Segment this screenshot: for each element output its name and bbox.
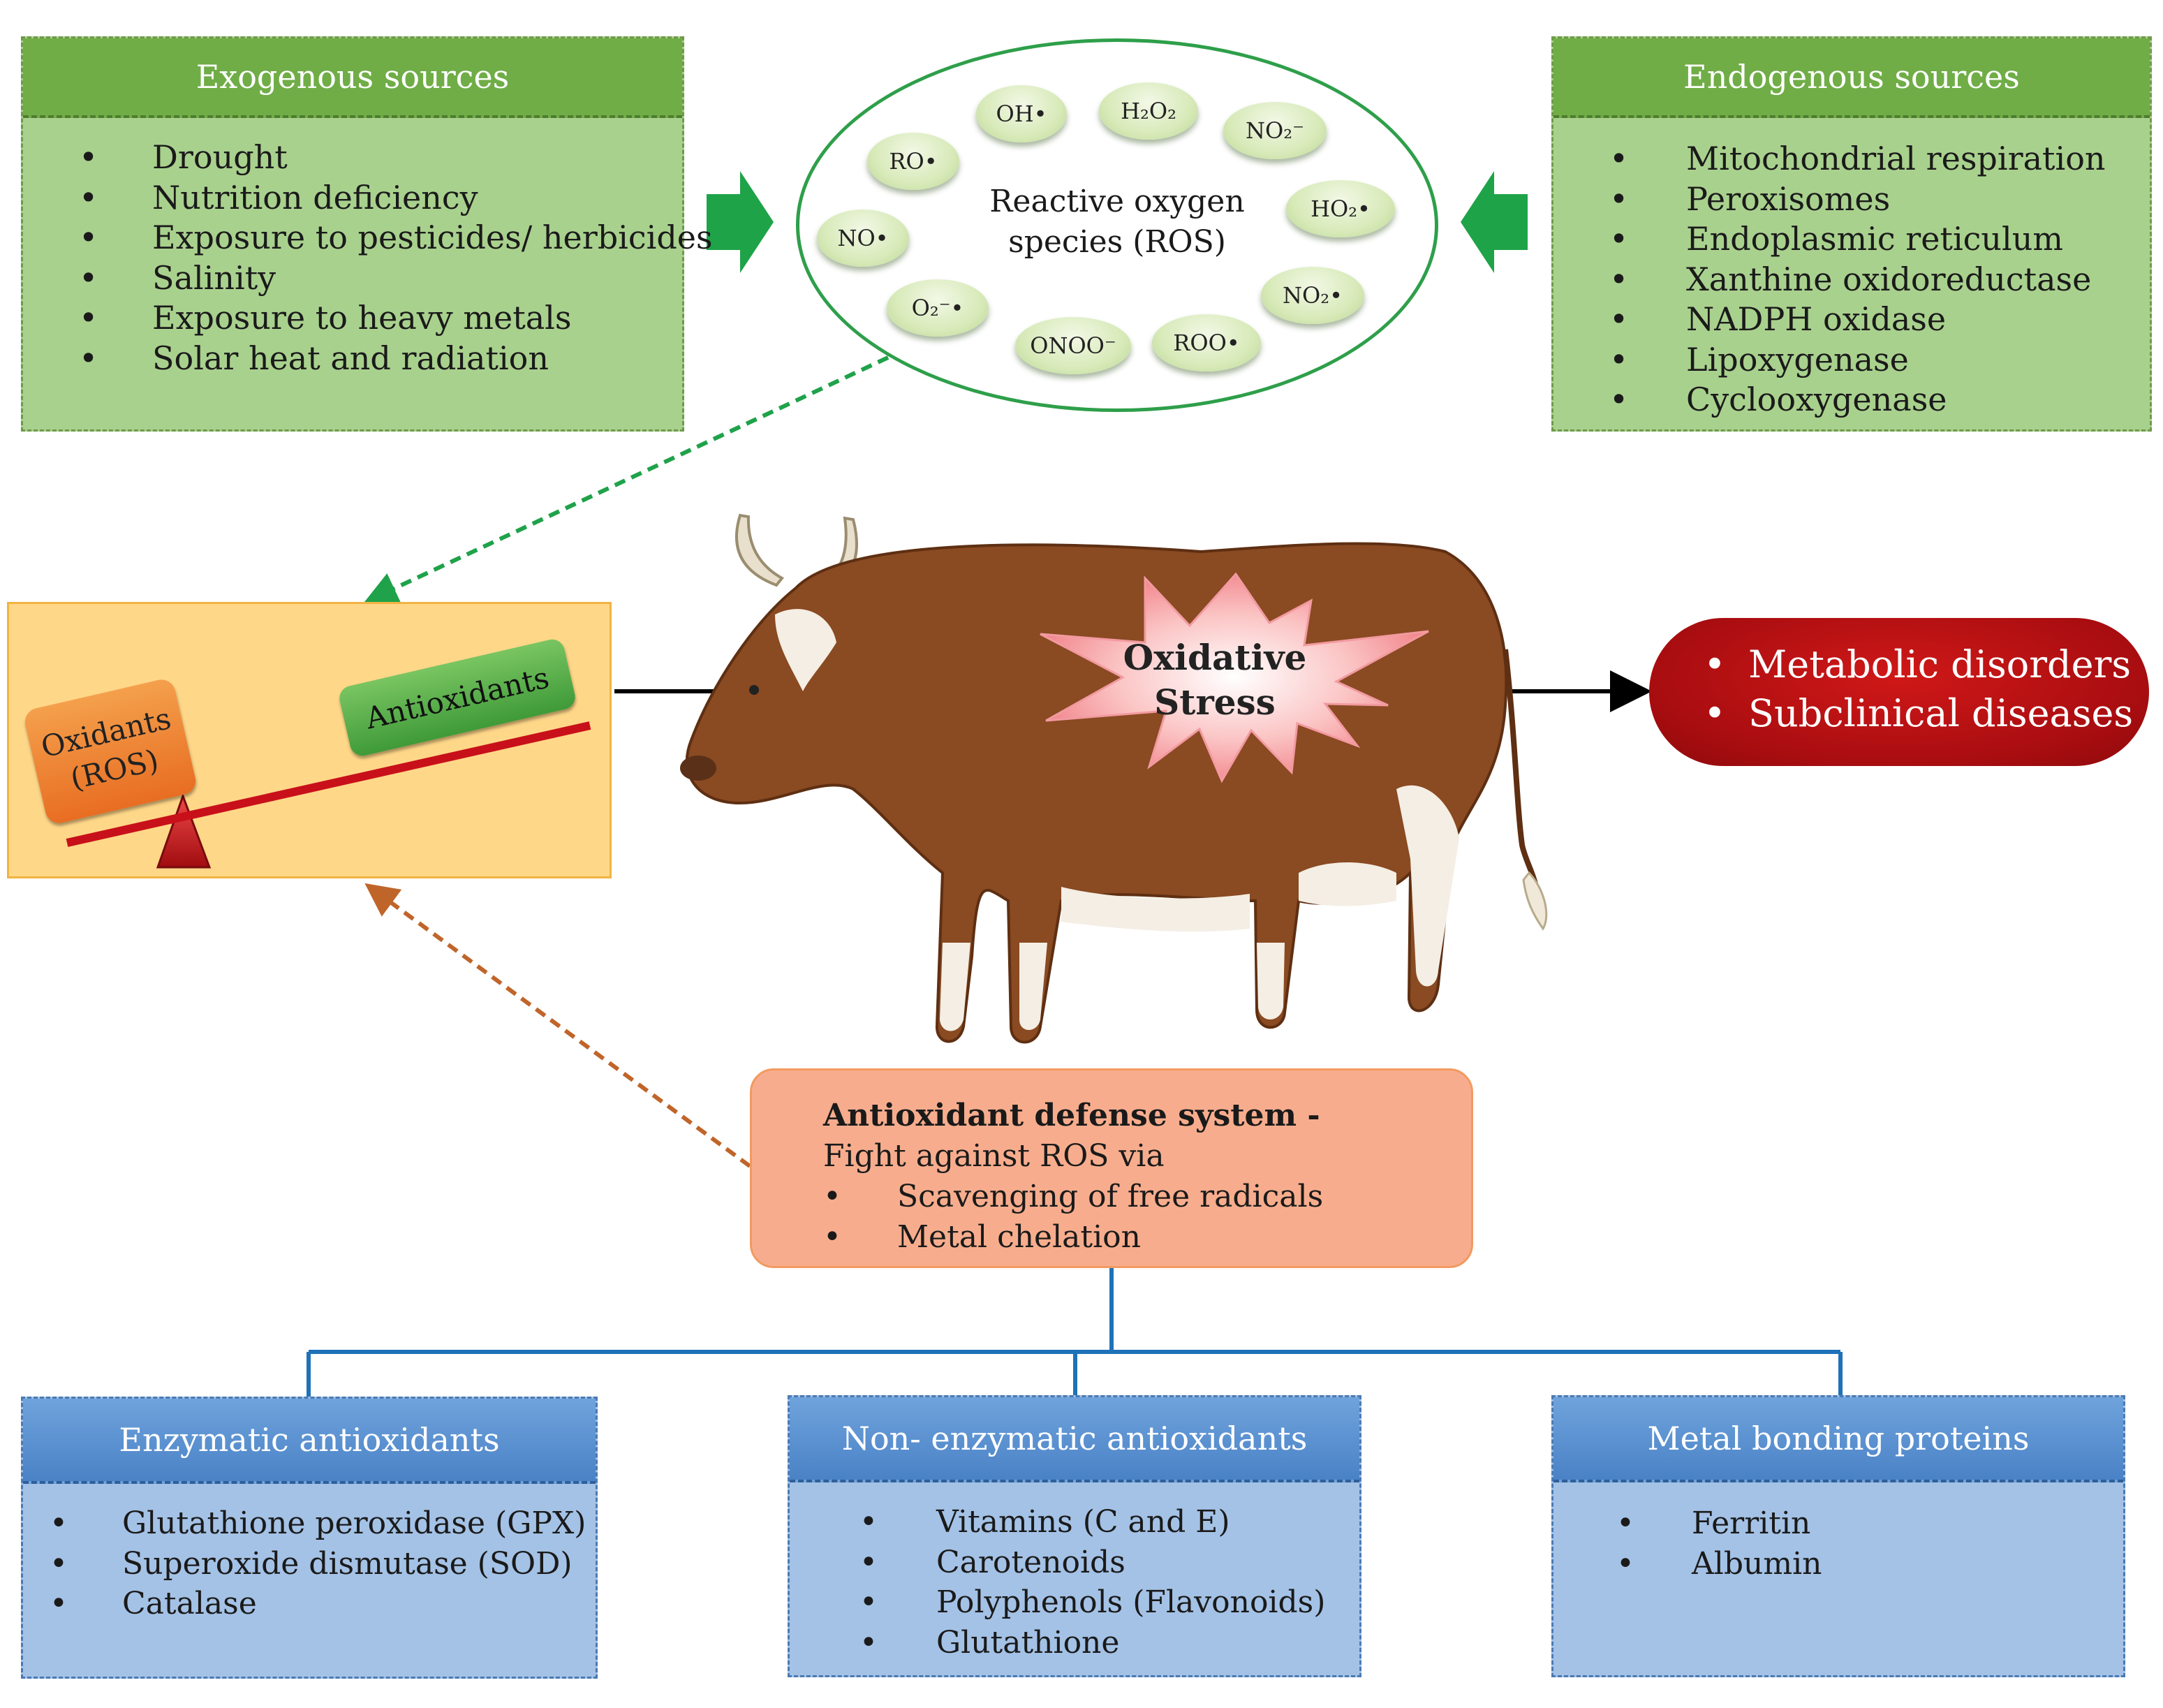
list-item: Salinity (23, 258, 682, 299)
enzymatic-antioxidants-title: Enzymatic antioxidants (23, 1399, 596, 1484)
list-item: Glutathione (790, 1623, 1359, 1663)
outcomes-pill: Metabolic disorders Subclinical diseases (1649, 618, 2149, 766)
fulcrum-triangle (156, 793, 212, 869)
defense-description: Antioxidant defense system - Fight again… (823, 1096, 1382, 1177)
list-item: Metal chelation (823, 1217, 1471, 1258)
ros-to-balance-arrow (364, 355, 889, 604)
non-enzymatic-list: Vitamins (C and E) Carotenoids Polypheno… (790, 1482, 1359, 1663)
list-item: Vitamins (C and E) (790, 1502, 1359, 1543)
species-ho2: HO₂• (1286, 180, 1395, 237)
oxidative-stress-line-1: Oxidative (1123, 637, 1307, 678)
species-no: NO• (817, 209, 909, 267)
enzymatic-list: Glutathione peroxidase (GPX) Superoxide … (23, 1484, 596, 1624)
list-item: Nutrition deficiency (23, 178, 682, 219)
list-item: Polyphenols (Flavonoids) (790, 1582, 1359, 1623)
list-item: Glutathione peroxidase (GPX) (23, 1503, 596, 1544)
ros-title-line-1: Reactive oxygen (989, 184, 1245, 219)
list-item: Ferritin (1553, 1503, 2123, 1544)
list-item: Albumin (1553, 1544, 2123, 1584)
list-item: Exposure to heavy metals (23, 298, 682, 339)
list-item: Xanthine oxidoreductase (1553, 260, 2150, 300)
species-oh: OH• (976, 85, 1067, 142)
defense-list: Scavenging of free radicals Metal chelat… (823, 1177, 1471, 1258)
species-no2-minus: NO₂⁻ (1223, 102, 1327, 159)
endogenous-list: Mitochondrial respiration Peroxisomes En… (1553, 118, 2150, 420)
endogenous-sources-box: Endogenous sources Mitochondrial respira… (1551, 36, 2152, 432)
defense-to-balance-arrow (364, 883, 751, 1168)
species-no2-radical: NO₂• (1261, 267, 1364, 324)
exogenous-arrow (707, 171, 774, 273)
species-roo: ROO• (1152, 314, 1261, 371)
antioxidant-defense-box: Antioxidant defense system - Fight again… (750, 1068, 1473, 1268)
tree-connector (307, 1268, 1843, 1398)
list-item: Metabolic disorders (1649, 640, 2149, 689)
list-item: NADPH oxidase (1553, 300, 2150, 340)
species-h2o2: H₂O₂ (1099, 82, 1198, 140)
species-onoo: ONOO⁻ (1015, 317, 1131, 374)
list-item: Superoxide dismutase (SOD) (23, 1544, 596, 1584)
exogenous-sources-title: Exogenous sources (23, 38, 682, 118)
non-enzymatic-antioxidants-box: Non- enzymatic antioxidants Vitamins (C … (788, 1395, 1361, 1677)
list-item: Peroxisomes (1553, 179, 2150, 220)
list-item: Solar heat and radiation (23, 339, 682, 379)
list-item: Subclinical diseases (1649, 689, 2149, 738)
seesaw-beam (66, 721, 591, 847)
species-o2: O₂⁻• (887, 279, 989, 337)
species-ro: RO• (867, 133, 959, 190)
list-item: Scavenging of free radicals (823, 1177, 1471, 1217)
list-item: Lipoxygenase (1553, 340, 2150, 381)
ros-title: Reactive oxygen species (ROS) (950, 182, 1285, 263)
list-item: Mitochondrial respiration (1553, 139, 2150, 179)
list-item: Endoplasmic reticulum (1553, 219, 2150, 260)
metal-bonding-proteins-box: Metal bonding proteins Ferritin Albumin (1551, 1395, 2125, 1677)
list-item: Drought (23, 138, 682, 178)
list-item: Catalase (23, 1584, 596, 1624)
exogenous-sources-box: Exogenous sources Drought Nutrition defi… (21, 36, 713, 432)
list-item: Cyclooxygenase (1553, 380, 2150, 420)
list-item: Exposure to pesticides/ herbicides (23, 218, 713, 258)
oxidative-stress-starburst (1040, 572, 1429, 783)
enzymatic-antioxidants-box: Enzymatic antioxidants Glutathione perox… (21, 1397, 598, 1679)
seesaw-graphic (66, 721, 591, 869)
metal-bonding-proteins-title: Metal bonding proteins (1553, 1397, 2123, 1482)
endogenous-arrow (1461, 171, 1528, 273)
endogenous-sources-title: Endogenous sources (1553, 38, 2150, 118)
oxidative-stress-label: Oxidative Stress (1117, 635, 1313, 725)
exogenous-list: Drought Nutrition deficiency Exposure to… (23, 118, 713, 379)
non-enzymatic-antioxidants-title: Non- enzymatic antioxidants (790, 1397, 1359, 1482)
metal-list: Ferritin Albumin (1553, 1482, 2123, 1584)
defense-title: Antioxidant defense system - (823, 1098, 1320, 1133)
oxidative-stress-line-2: Stress (1154, 682, 1276, 723)
outcomes-list: Metabolic disorders Subclinical diseases (1649, 618, 2149, 738)
defense-title-rest: Fight against ROS via (823, 1138, 1165, 1174)
ros-title-line-2: species (ROS) (1008, 224, 1226, 260)
list-item: Carotenoids (790, 1543, 1359, 1583)
